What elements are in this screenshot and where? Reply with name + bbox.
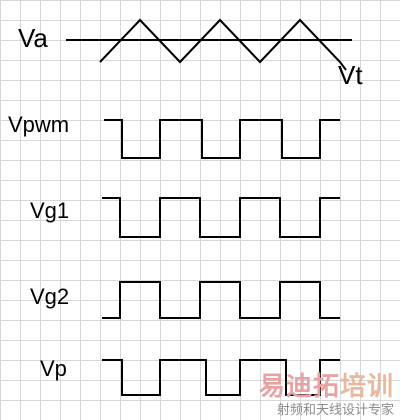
label-vt: Vt	[338, 60, 363, 90]
watermark-logo-part1: 易迪拓	[258, 371, 340, 402]
label-vpwm: Vpwm	[8, 112, 70, 137]
vg1-waveform	[102, 197, 340, 238]
vg2-waveform	[102, 281, 340, 319]
vp-waveform	[102, 359, 340, 396]
label-vg2: Vg2	[30, 284, 70, 309]
watermark: 易迪拓培训 射频和天线设计专家	[258, 371, 394, 418]
vpwm-waveform	[104, 119, 340, 159]
label-va: Va	[18, 23, 48, 53]
waveform-traces	[66, 18, 352, 396]
vt-triangle-wave	[99, 18, 347, 71]
watermark-subtitle: 射频和天线设计专家	[276, 402, 394, 418]
watermark-logo-part2: 培训	[339, 371, 394, 402]
label-vg1: Vg1	[30, 198, 70, 223]
label-vp: Vp	[40, 356, 67, 381]
watermark-logo: 易迪拓培训	[258, 371, 394, 402]
